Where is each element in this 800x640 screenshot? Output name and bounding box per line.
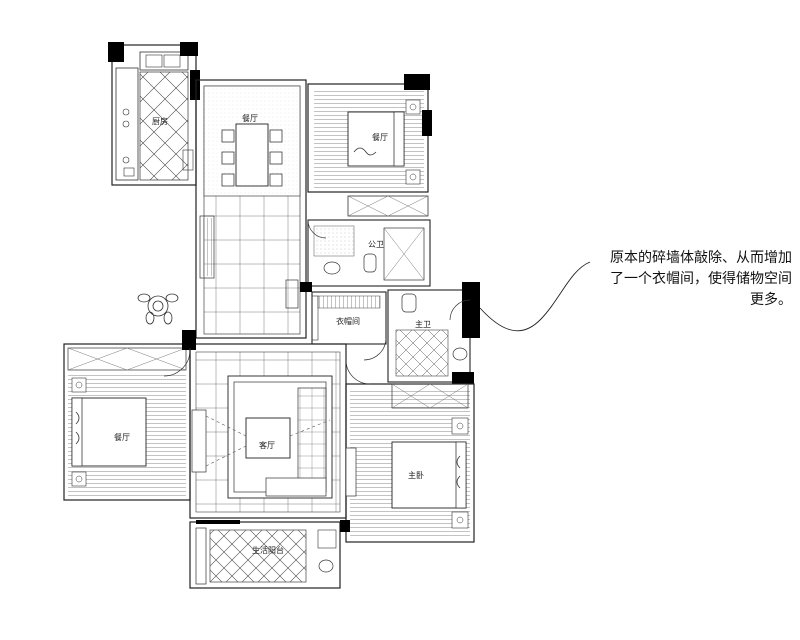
room-label-public-bath: 公卫 — [368, 240, 384, 249]
annotation-line-2: 了一个衣帽间，使得储物空间 — [610, 271, 792, 287]
room-label-bedroom-west: 餐厅 — [114, 433, 130, 442]
master-bathroom: 主卫 — [387, 282, 480, 384]
annotation-text: 原本的碎墙体敲除、从而增加 了一个衣帽间，使得储物空间 更多。 — [560, 248, 792, 311]
bedroom-north: 餐厅 — [307, 74, 432, 217]
room-label-balcony: 生活阳台 — [252, 545, 284, 555]
doors — [163, 219, 471, 385]
public-bathroom: 公卫 — [300, 219, 431, 292]
room-label-bedroom-north: 餐厅 — [372, 133, 388, 142]
room-label-living: 客厅 — [259, 440, 275, 450]
balcony: 生活阳台 — [189, 521, 341, 589]
entrance-person-icon — [137, 293, 179, 325]
master-bedroom: 主卧 — [345, 383, 475, 543]
structural-walls — [184, 330, 350, 532]
cloakroom: 衣帽间 — [311, 291, 387, 345]
room-label-master-bedroom: 主卧 — [408, 470, 424, 480]
living-room: 客厅 — [189, 343, 347, 519]
room-label-kitchen: 厨房 — [152, 116, 168, 126]
kitchen: 厨房 — [108, 42, 200, 186]
annotation-line-1: 原本的碎墙体敲除、从而增加 — [610, 250, 792, 266]
room-label-master-bath: 主卫 — [415, 319, 431, 329]
room-label-dining: 餐厅 — [242, 114, 258, 123]
annotation-leader-line — [479, 261, 591, 332]
bedroom-west: 餐厅 — [63, 330, 196, 501]
room-label-cloakroom: 衣帽间 — [336, 316, 360, 326]
dining-room: 餐厅 — [195, 79, 307, 339]
annotation-line-3: 更多。 — [750, 292, 792, 308]
